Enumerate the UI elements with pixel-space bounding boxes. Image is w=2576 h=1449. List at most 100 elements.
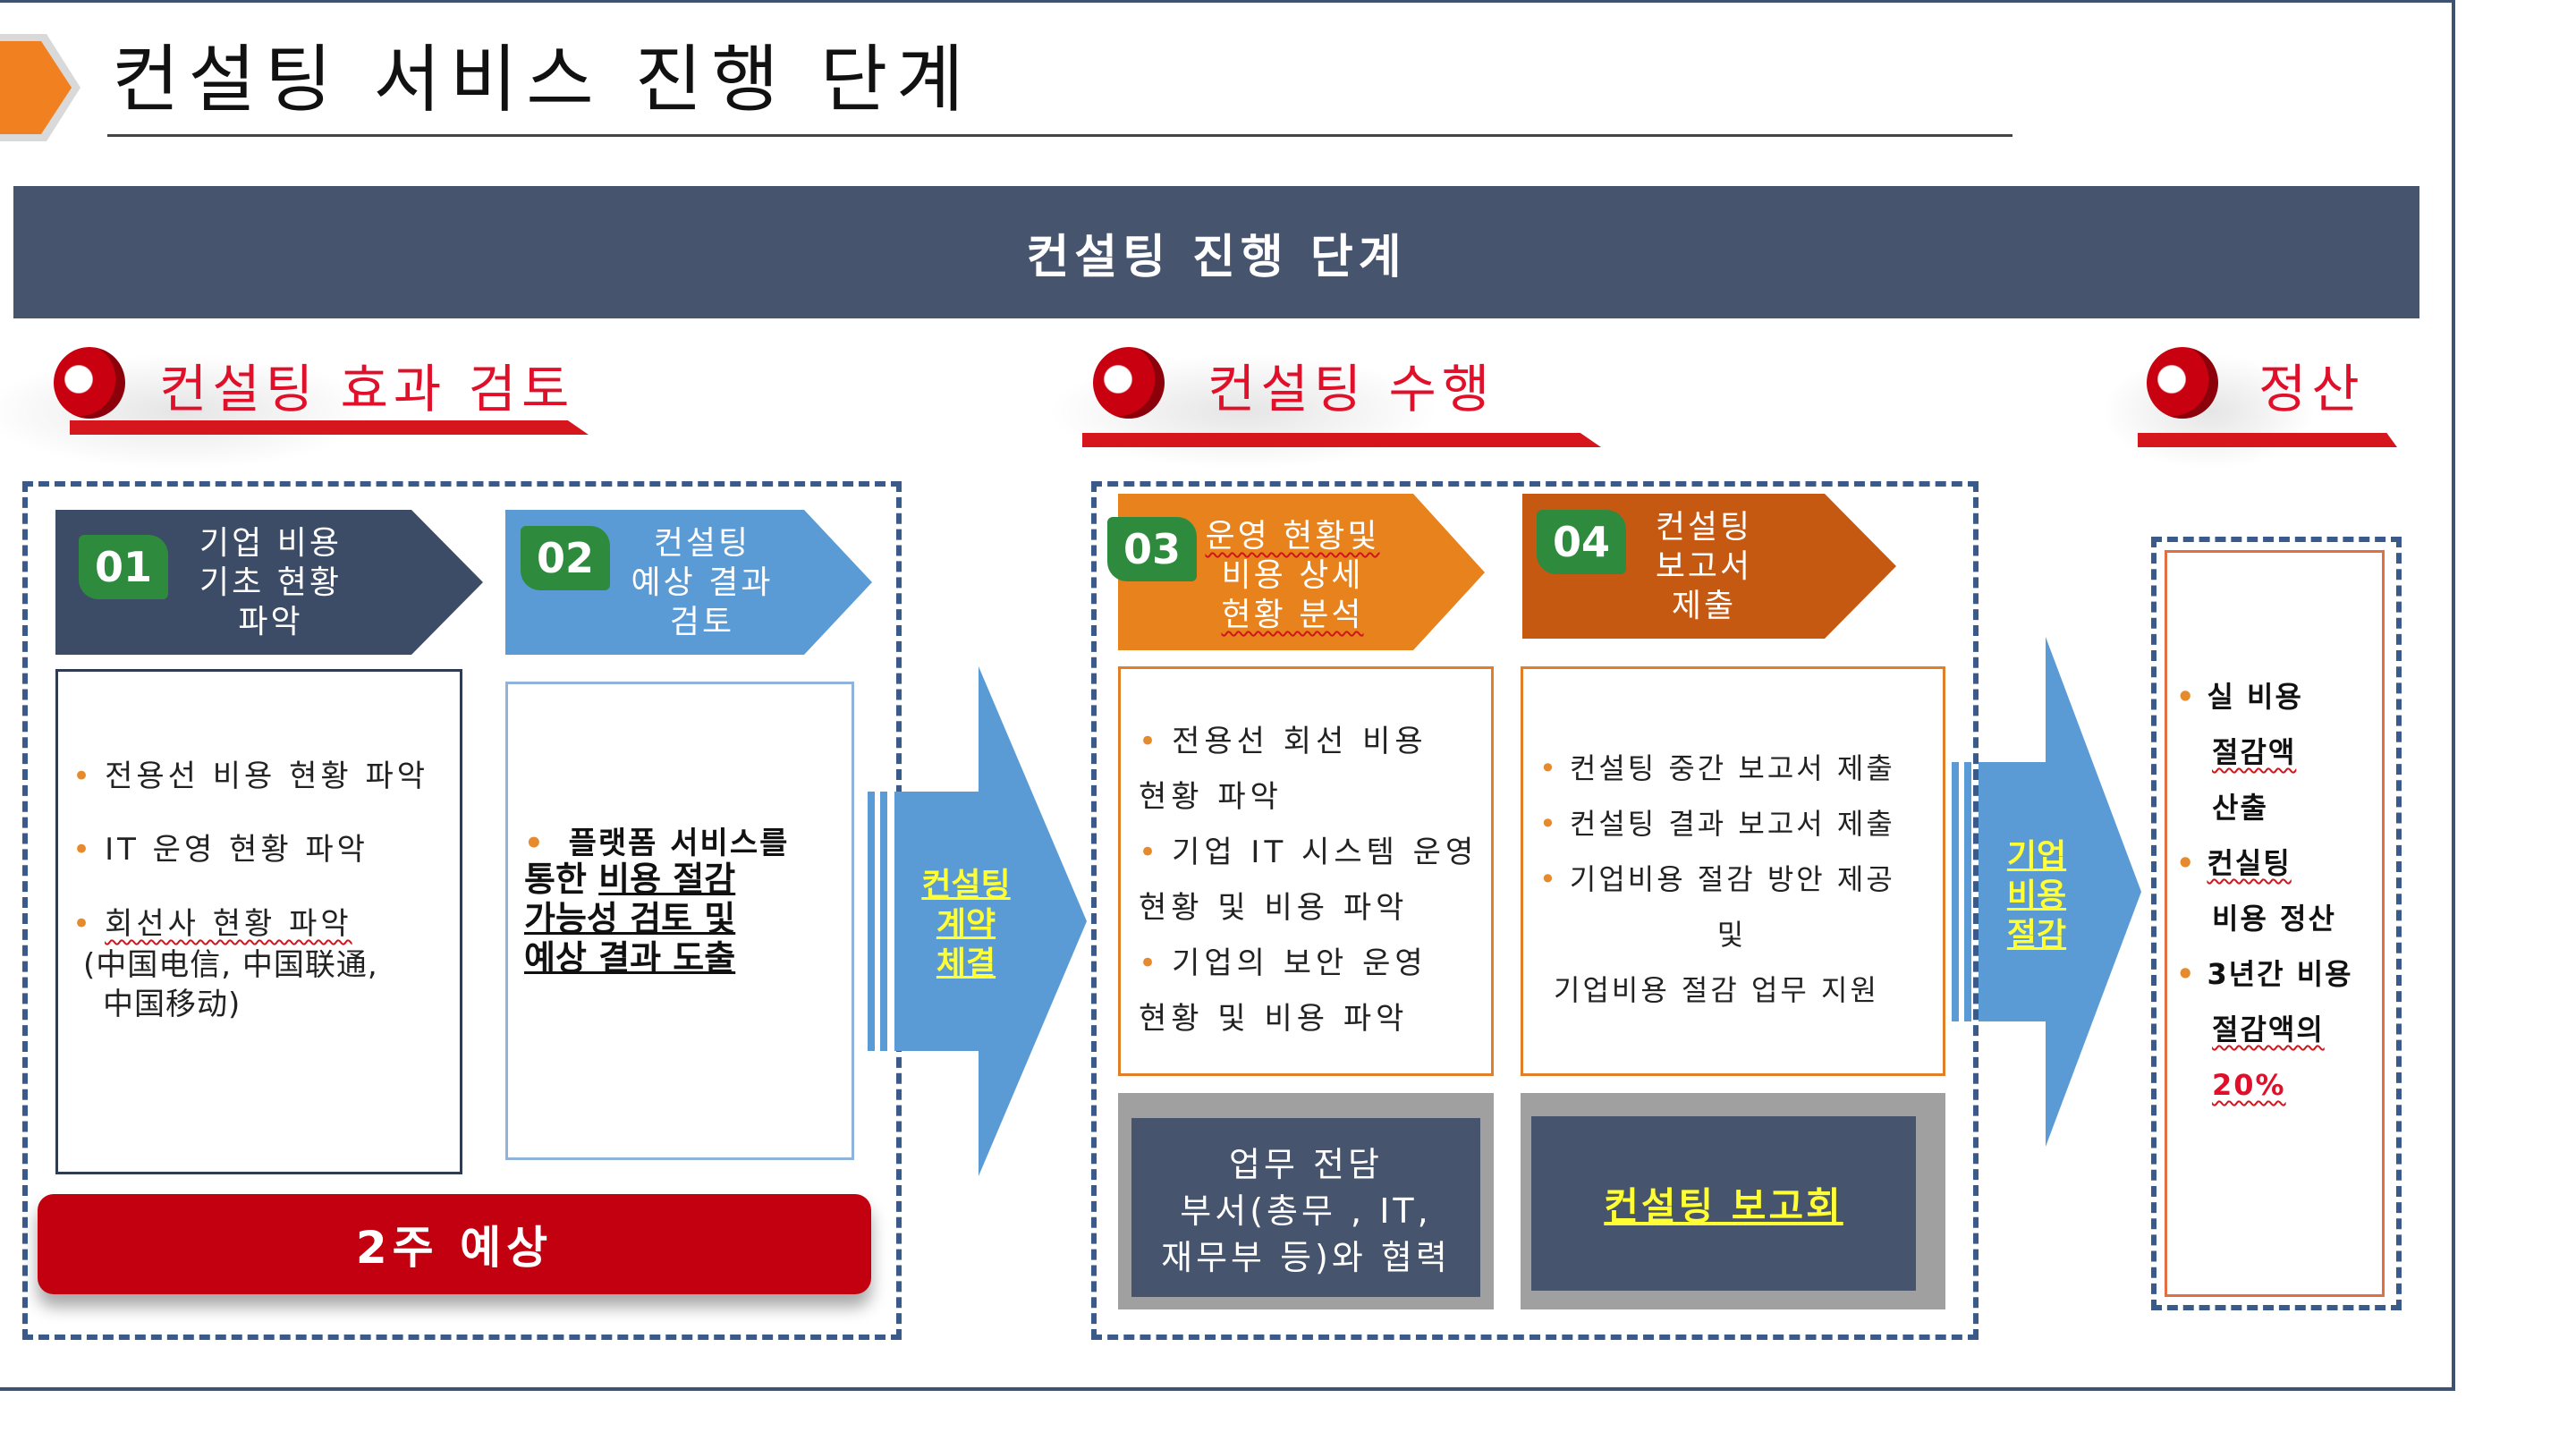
step-number-04: 04 (1537, 510, 1626, 574)
group-settle (2151, 537, 2402, 1310)
bullet-item: •회선사 현황 파악 (72, 906, 352, 942)
content-box-02: • 플랫폼 서비스를 통한 비용 절감 가능성 검토 및 예상 결과 도출 (505, 682, 854, 1160)
arrow-label-line: 절감 (2006, 917, 2067, 953)
bullet-item: •컨설팅 결과 보고서 제출 (1539, 807, 1895, 841)
bullet-list: •실 비용 절감액 산출 •컨실팅 비용 정산 •3년간 비용 절감액의 20% (2176, 669, 2353, 1113)
step-number-01: 01 (79, 535, 168, 599)
bullet-dot-icon: • (72, 832, 95, 868)
bullet-continuation: 절감액 (2212, 735, 2297, 769)
content-box-03: •전용선 회선 비용 현황 파악 •기업 IT 시스템 운영 현황 및 비용 파… (1118, 666, 1494, 1076)
saving-arrow (1952, 637, 2141, 1147)
step-label-line: 파악 (238, 604, 303, 640)
section-underline (70, 420, 589, 435)
step-label-line: 기업 비용 (199, 525, 342, 562)
step-label-line: 예상 결과 (631, 564, 774, 601)
title-underline (107, 134, 2012, 137)
panel-text-line: 부서(총무 , IT, (1180, 1191, 1432, 1231)
step-label-line: 보고서 (1655, 548, 1753, 585)
section-header-review: 컨설팅 효과 검토 (54, 347, 608, 445)
bullet-dot-icon: • (1139, 724, 1162, 759)
content-box-01: •전용선 비용 현황 파악 •IT 운영 현황 파악 •회선사 현황 파악 (中… (55, 669, 462, 1174)
step-label-04: 컨설팅 보고서 제출 (1623, 508, 1784, 626)
bullet-continuation: 현황 및 비용 파악 (1139, 1001, 1409, 1037)
section-header-perform: 컨설팅 수행 (1082, 347, 1612, 447)
arrow-label-line: 계약 (936, 906, 996, 943)
bullet-list: •컨설팅 중간 보고서 제출 •컨설팅 결과 보고서 제출 •기업비용 절감 방… (1539, 741, 1924, 1018)
bullet-dot-icon: • (1539, 807, 1559, 841)
slide-frame (0, 0, 2455, 1391)
bullet-dot-icon: • (1139, 835, 1162, 870)
section-bullet-icon (1093, 347, 1165, 419)
bullet-item: •기업의 보안 운영 (1139, 945, 1428, 981)
section-title-review: 컨설팅 효과 검토 (159, 359, 575, 419)
bullet-dot-icon: • (1139, 945, 1162, 981)
report-meeting-link[interactable]: 컨설팅 보고회 (1604, 1184, 1843, 1228)
bullet-item: • 플랫폼 서비스를 (524, 826, 790, 861)
step-label-01: 기업 비용 기초 현황 파악 (174, 524, 367, 642)
bullet-list: •전용선 회선 비용 현황 파악 •기업 IT 시스템 운영 현황 및 비용 파… (1139, 714, 1478, 1046)
bullet-dot-icon: • (524, 826, 546, 861)
arrow-label-line: 체결 (936, 945, 996, 982)
group-perform (1091, 481, 1979, 1340)
step-label-line: 제출 (1671, 588, 1737, 624)
bullet-text-line: 통한 비용 절감 (524, 860, 736, 899)
bullet-dot-icon: • (2176, 957, 2197, 991)
step-label-03: 운영 현황및 비용 상세 현황 분석 (1199, 517, 1386, 635)
step-label-line: 운영 현황및 (1205, 518, 1380, 555)
arrow-label-line: 컨설팅 (921, 867, 1011, 903)
section-header-settle: 정산 (2138, 347, 2415, 447)
bullet-continuation: 현황 및 비용 파악 (1139, 890, 1409, 926)
bullet-dot-icon: • (72, 906, 95, 942)
page-title: 컨설팅 서비스 진행 단계 (112, 38, 973, 123)
contract-arrow-label: 컨설팅 계약 체결 (903, 866, 1029, 984)
bullet-item: •컨설팅 중간 보고서 제출 (1539, 751, 1895, 785)
bullet-item: •기업 IT 시스템 운영 (1139, 835, 1479, 870)
step-number-02: 02 (521, 526, 610, 590)
section-title-settle: 정산 (2258, 359, 2365, 419)
arrow-label-line: 기업 (2006, 838, 2067, 875)
bullet-dot-icon: • (1539, 751, 1559, 785)
bullet-sub: (中国电信, 中国联通, (83, 947, 378, 983)
bullet-continuation: 통한 비용 절감 가능성 검토 및 예상 결과 도출 (524, 860, 735, 978)
dept-panel: 업무 전담 부서(총무 , IT, 재무부 등)와 협력 (1131, 1118, 1480, 1297)
section-underline (2138, 433, 2397, 447)
panel-text-line: 업무 전담 (1229, 1145, 1383, 1184)
bullet-item: •3년간 비용 (2176, 957, 2353, 991)
bullet-text-line: 가능성 검토 및 (524, 899, 736, 938)
section-title-perform: 컨설팅 수행 (1208, 359, 1496, 419)
bullet-continuation: 비용 정산 (2212, 902, 2336, 936)
report-panel: 컨설팅 보고회 (1531, 1116, 1916, 1291)
bullet-continuation: 및 (1716, 918, 1747, 952)
bullet-dot-icon: • (2176, 680, 2197, 714)
underline-text: 비용 절감 (598, 860, 736, 899)
contract-arrow (868, 666, 1087, 1176)
bullet-item: •전용선 비용 현황 파악 (72, 758, 429, 794)
bullet-text-line: 예상 결과 도출 (524, 938, 736, 978)
step-label-line: 컨설팅 (1655, 509, 1753, 546)
title-arrow-icon (0, 34, 80, 141)
content-box-05: •실 비용 절감액 산출 •컨실팅 비용 정산 •3년간 비용 절감액의 20% (2165, 550, 2385, 1297)
saving-arrow-label: 기업 비용 절감 (1979, 837, 2095, 955)
bullet-item: •전용선 회선 비용 (1139, 724, 1428, 759)
step-label-line: 검토 (669, 604, 735, 640)
content-box-04: •컨설팅 중간 보고서 제출 •컨설팅 결과 보고서 제출 •기업비용 절감 방… (1521, 666, 1945, 1076)
bullet-item: •IT 운영 현황 파악 (72, 832, 369, 868)
bullet-item: •컨실팅 (2176, 846, 2292, 880)
section-bullet-icon (2147, 347, 2218, 419)
step-label-line: 현황 분석 (1221, 597, 1364, 633)
arrow-label-line: 비용 (2006, 877, 2067, 914)
panel-text-line: 재무부 등)와 협력 (1161, 1238, 1451, 1277)
bullet-dot-icon: • (72, 758, 95, 794)
bullet-item: •실 비용 (2176, 680, 2303, 714)
stage-banner: 컨설팅 진행 단계 (13, 186, 2419, 318)
step-chevron-03 (1118, 494, 1485, 650)
step-label-02: 컨설팅 예상 결과 검토 (608, 524, 796, 642)
section-underline (1082, 433, 1601, 447)
bullet-dot-icon: • (2176, 846, 2197, 880)
highlight-percent: 20% (2212, 1068, 2286, 1102)
bullet-sub: 中国移动) (103, 987, 242, 1022)
bullet-item: •기업비용 절감 방안 제공 (1539, 862, 1895, 896)
estimate-banner: 2주 예상 (38, 1194, 871, 1294)
bullet-dot-icon: • (1539, 862, 1559, 896)
step-label-line: 비용 상세 (1221, 557, 1364, 594)
